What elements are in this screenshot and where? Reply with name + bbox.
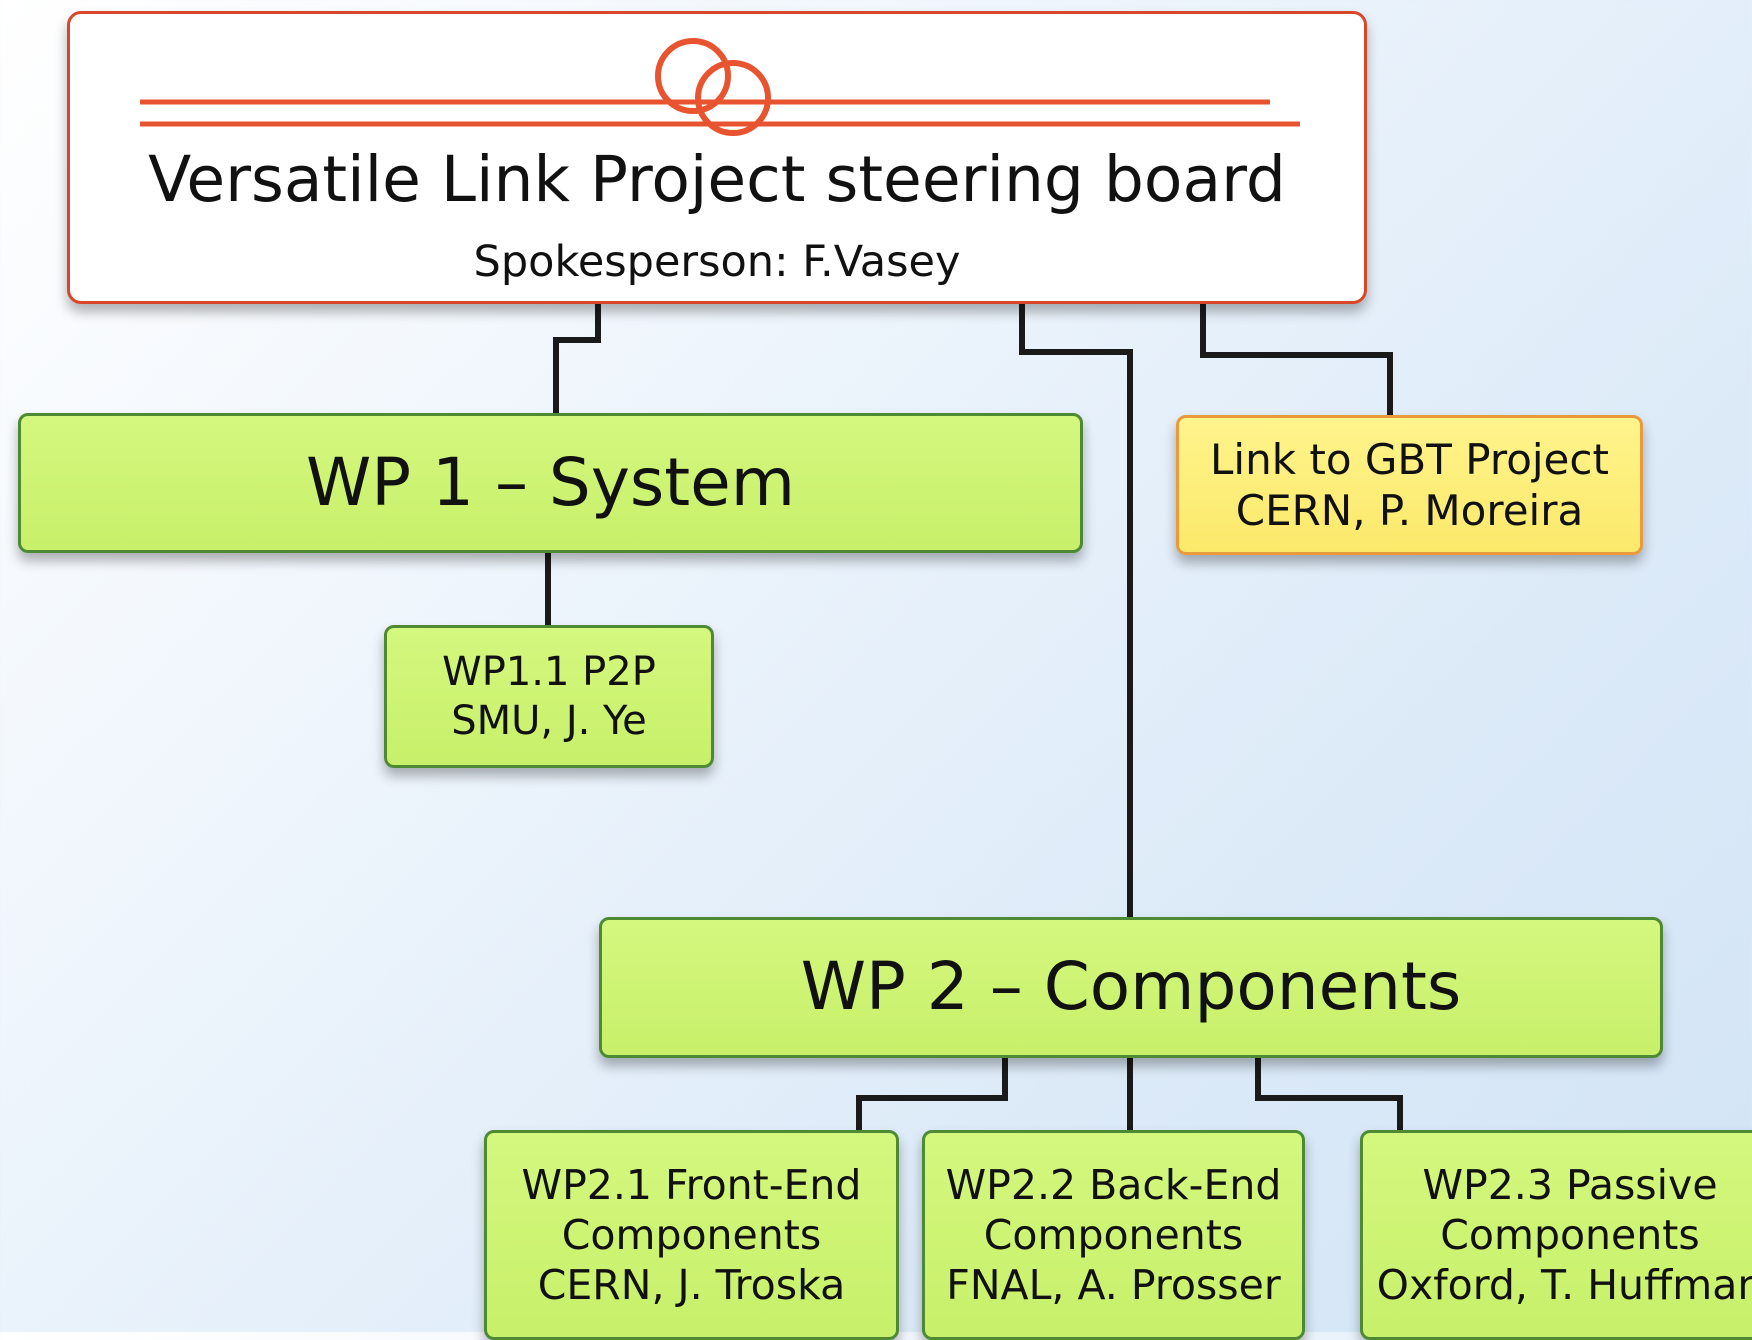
connector-wp2-wp2-3: [1255, 1058, 1403, 1130]
connector-board-wp2: [1019, 304, 1133, 917]
wp2-1-subtitle: Components: [561, 1210, 822, 1259]
wp1-system-box: WP 1 – System: [18, 413, 1083, 553]
wp2-3-subtitle: Components: [1440, 1210, 1700, 1259]
wp2-2-back-end-box: WP2.2 Back-End Components FNAL, A. Pross…: [922, 1130, 1305, 1340]
wp2-2-subtitle: Components: [983, 1210, 1244, 1259]
wp1-1-lead: SMU, J. Ye: [451, 697, 647, 744]
wp1-1-title: WP1.1 P2P: [442, 648, 656, 695]
gbt-link-box: Link to GBT Project CERN, P. Moreira: [1176, 415, 1643, 555]
wp2-label: WP 2 – Components: [800, 948, 1462, 1026]
wp2-components-box: WP 2 – Components: [599, 917, 1663, 1058]
wp1-label: WP 1 – System: [305, 443, 796, 521]
wp2-1-lead: CERN, J. Troska: [537, 1261, 846, 1309]
gbt-link-lead: CERN, P. Moreira: [1235, 486, 1584, 535]
gbt-link-title: Link to GBT Project: [1210, 434, 1609, 484]
wp2-3-passive-box: WP2.3 Passive Components Oxford, T. Huff…: [1360, 1130, 1752, 1340]
versatile-link-logo-icon: [140, 38, 1300, 136]
steering-board-box: Versatile Link Project steering board Sp…: [67, 11, 1367, 304]
connector-board-wp1: [553, 304, 601, 413]
wp2-2-title: WP2.2 Back-End: [945, 1160, 1282, 1209]
wp2-1-front-end-box: WP2.1 Front-End Components CERN, J. Tros…: [484, 1130, 899, 1340]
wp1-1-p2p-box: WP1.1 P2P SMU, J. Ye: [384, 625, 714, 768]
connector-wp2-wp2-1: [856, 1058, 1008, 1130]
wp2-3-title: WP2.3 Passive: [1422, 1160, 1718, 1209]
wp2-3-lead: Oxford, T. Huffman: [1376, 1261, 1752, 1309]
wp2-2-lead: FNAL, A. Prosser: [946, 1261, 1281, 1309]
wp2-1-title: WP2.1 Front-End: [521, 1160, 862, 1209]
steering-board-title: Versatile Link Project steering board: [148, 143, 1286, 216]
steering-board-subtitle: Spokesperson: F.Vasey: [473, 237, 961, 287]
connector-board-gbt: [1200, 304, 1393, 415]
